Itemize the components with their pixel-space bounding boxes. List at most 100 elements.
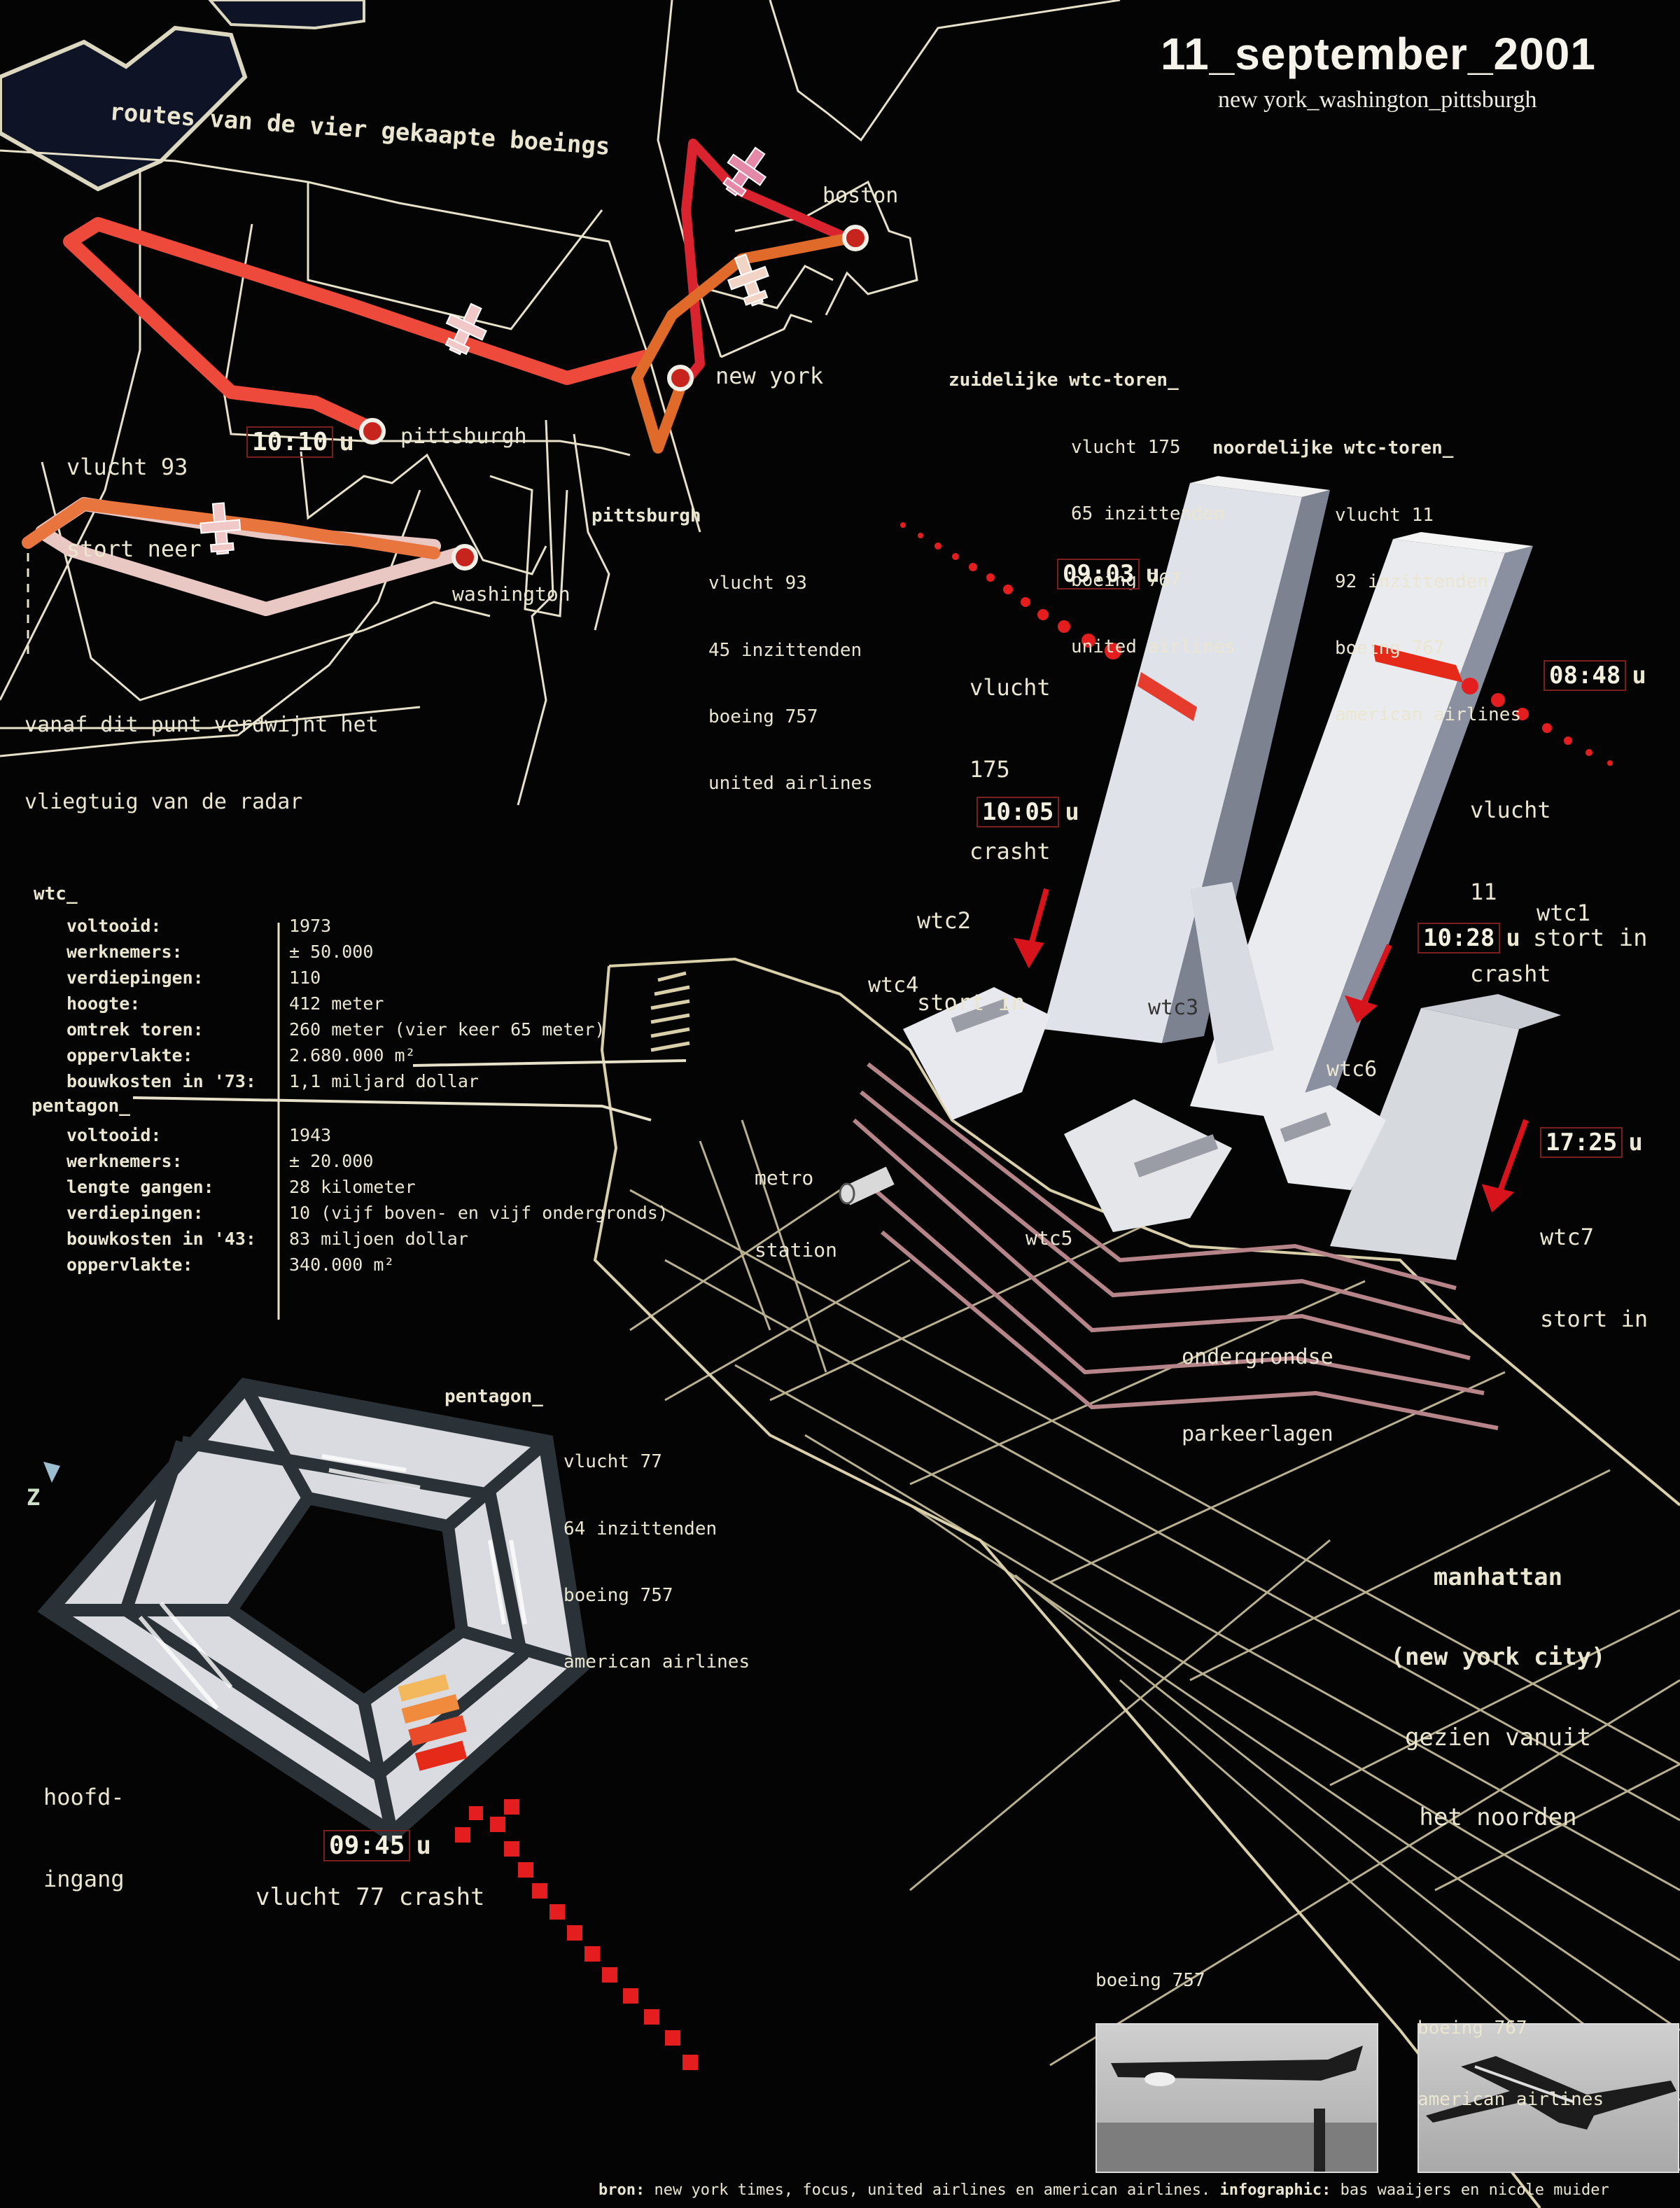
canada-region [0, 25, 248, 192]
wtc3-block [1190, 882, 1274, 1064]
parking-lines [853, 1062, 1499, 1430]
fact-label: oppervlakte: [66, 1045, 193, 1065]
flight77-info: vlucht 77 64 inzittenden boeing 757 amer… [564, 1407, 750, 1718]
manhattan-line3: gezien vanuit [1404, 1723, 1592, 1752]
credit-text: bas waaijers en nicole muider [1340, 2181, 1609, 2199]
wtc7-collapse-arrow [1495, 1119, 1529, 1199]
fact-value: 340.000 m² [289, 1255, 395, 1275]
label-line: boeing 767 [1418, 2018, 1527, 2039]
time-unit: u [1145, 560, 1160, 588]
parking-layers-label: ondergrondse parkeerlagen [1182, 1294, 1334, 1499]
north-tower-heading: noordelijke wtc-toren_ [1212, 438, 1454, 459]
poster-subtitle: new york_washington_pittsburgh [1218, 87, 1537, 113]
label-line: 175 [969, 756, 1010, 783]
wtc7-collapse-label: wtc7 stort in [1540, 1169, 1648, 1388]
time-box: 09:03 [1057, 559, 1140, 589]
plane-icon [727, 253, 769, 307]
info-line: boeing 767 [1335, 637, 1445, 659]
fact-row: oppervlakte:2.680.000 m² [66, 1042, 606, 1068]
info-line: boeing 767 [1071, 569, 1181, 591]
plane-icons [200, 146, 769, 555]
city-label-boston: boston [822, 183, 899, 208]
label-line: metro [755, 1166, 814, 1190]
manhattan-line2: (new york city) [1390, 1643, 1606, 1672]
route-flight93 [63, 217, 651, 435]
info-line: united airlines [708, 772, 873, 794]
flight11-path [1462, 678, 1613, 766]
flight93-info: vlucht 93 45 inzittenden boeing 757 unit… [708, 529, 873, 839]
photo-left-caption: boeing 757 [1096, 1970, 1205, 1991]
wtc1-tower [1190, 539, 1505, 1120]
info-line: vlucht 77 [564, 1451, 662, 1473]
fact-value: 10 (vijf boven- en vijf ondergronds) [289, 1203, 668, 1223]
fact-label: oppervlakte: [66, 1255, 193, 1275]
washington-marker [451, 544, 478, 571]
fact-label: lengte gangen: [66, 1177, 214, 1197]
time-box: 10:28 [1418, 923, 1501, 953]
metro-tube [839, 1166, 895, 1206]
wtc2-tower [1043, 483, 1302, 1043]
fact-value: ± 20.000 [289, 1151, 374, 1171]
boeing-767-photo [1418, 2023, 1679, 2173]
time-unit: u [1628, 1129, 1643, 1157]
info-line: american airlines [564, 1651, 750, 1672]
time-box: 10:05 [976, 797, 1060, 827]
label-line: stort in [917, 989, 1026, 1016]
north-tower-info: noordelijke wtc-toren_ vlucht 11 92 inzi… [1212, 393, 1521, 771]
city-markers [359, 225, 869, 571]
fact-label: bouwkosten in '73: [66, 1071, 256, 1091]
pentagon-info-heading: pentagon_ [444, 1386, 543, 1407]
time-box: 10:10 [246, 426, 334, 458]
fact-row: omtrek toren:260 meter (vier keer 65 met… [66, 1016, 606, 1042]
fact-label: voltooid: [66, 1125, 162, 1145]
flight-routes [22, 139, 856, 616]
fact-value: 412 meter [289, 993, 384, 1014]
route-flight77-west [22, 498, 440, 559]
info-line: 45 inzittenden [708, 639, 862, 661]
time-unit: u [1065, 798, 1079, 826]
city-label-washington: washington [452, 582, 570, 606]
fact-row: voltooid:1943 [66, 1122, 668, 1148]
info-line: vlucht 175 [1071, 436, 1181, 458]
wtc4-label: wtc4 [868, 973, 919, 998]
flight93-crash-label: vlucht 93 stort neer [66, 399, 202, 617]
time-unit: u [339, 428, 355, 456]
label-line: vlucht [969, 674, 1051, 701]
flight-paths [455, 522, 1613, 2070]
fact-label: verdiepingen: [66, 967, 204, 988]
fact-row: voltooid:1973 [66, 913, 606, 939]
info-line: boeing 757 [708, 706, 818, 727]
fact-row: werknemers:± 50.000 [66, 939, 606, 965]
boston-marker [842, 225, 869, 251]
label-line: american airlines [1418, 2089, 1604, 2110]
wtc3-label: wtc3 [1148, 995, 1199, 1020]
label-line: hoofd- [43, 1784, 125, 1811]
pentagon-impact [398, 1674, 468, 1771]
wtc1-collapse-label: stort in [1532, 924, 1648, 952]
time-box: 17:25 [1540, 1127, 1623, 1158]
pittsburgh-marker [359, 418, 386, 445]
fact-label: hoogte: [66, 993, 141, 1014]
fact-label: werknemers: [66, 1151, 183, 1171]
wtc1-label-top: wtc1 [1536, 900, 1591, 926]
info-line: 64 inzittenden [564, 1518, 718, 1539]
flight93-crash-line1: vlucht 93 [66, 454, 188, 481]
pittsburgh-heading: pittsburgh [592, 505, 701, 526]
boeing-757-photo [1096, 2023, 1378, 2173]
fact-row: oppervlakte: 340.000 m² [66, 1252, 668, 1278]
source-text: new york times, focus, united airlines e… [654, 2181, 1211, 2199]
time-unit: u [1506, 924, 1520, 952]
north-arrow-icon [43, 1462, 60, 1483]
impact-marks [1138, 644, 1463, 721]
south-tower-heading: zuidelijke wtc-toren_ [948, 370, 1179, 391]
flight77-path [455, 1799, 698, 2070]
fact-row: hoogte: 412 meter [66, 991, 606, 1016]
photo-right-caption: boeing 767 american airlines [1418, 1969, 1604, 2159]
radar-note: vanaf dit punt verdwijnt het vliegtuig v… [24, 662, 379, 867]
fact-row: bouwkosten in '73:1,1 miljard dollar [66, 1068, 606, 1094]
